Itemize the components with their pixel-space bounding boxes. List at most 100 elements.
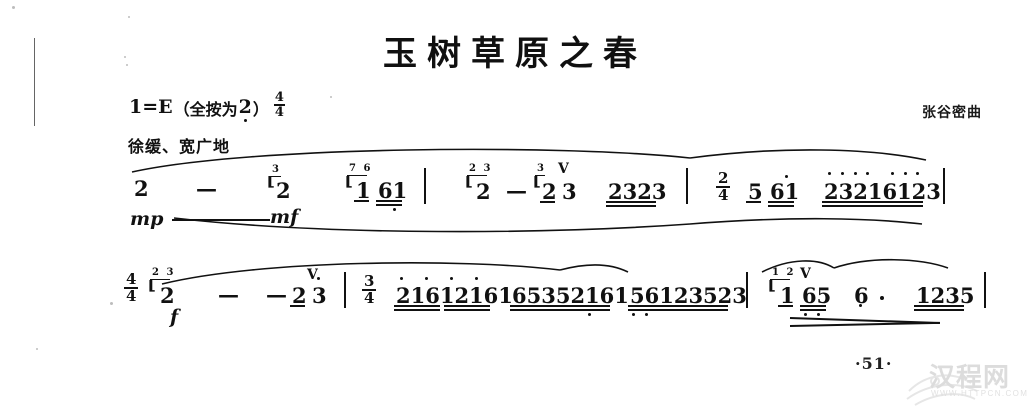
decrescendo-hairpin	[789, 316, 940, 330]
site-watermark: 汉程网 WWW.HTTPCN.COM	[905, 355, 1027, 413]
grace-note-beam	[467, 175, 487, 176]
time-signature-denominator: 4	[718, 186, 729, 204]
grace-note: 1	[772, 267, 781, 278]
note: 3	[312, 283, 327, 308]
eighth-beam	[354, 200, 369, 202]
grace-note-group: 7 6	[349, 164, 372, 174]
breath-mark-icon: V	[558, 161, 569, 177]
sixteenth-beam	[376, 200, 402, 202]
eighth-beam	[290, 305, 305, 307]
grace-note-beam	[150, 279, 170, 280]
octave-dot-high	[841, 172, 844, 175]
note: 5	[748, 179, 763, 204]
mordent-icon: ⌊	[532, 175, 541, 190]
octave-dot-low	[817, 313, 820, 316]
barline	[686, 168, 688, 204]
note-extension-dash: —	[506, 178, 527, 203]
octave-dot-high	[400, 277, 403, 280]
note-group: 65352161	[512, 283, 629, 308]
octave-dot-high	[891, 172, 894, 175]
eighth-beam	[540, 201, 555, 203]
sixteenth-beam	[822, 201, 923, 203]
note-group: 23216123	[824, 179, 941, 204]
sixteenth-beam	[800, 309, 826, 311]
composer-credit: 张谷密曲	[922, 105, 982, 121]
grace-note-beam	[347, 175, 367, 176]
grace-note-beam	[770, 279, 790, 280]
sixteenth-beam	[914, 305, 964, 307]
grace-note: 3	[272, 164, 281, 175]
octave-dot-low	[632, 313, 635, 316]
scan-speck	[12, 6, 15, 9]
page-number: ·51·	[855, 354, 893, 373]
sixteenth-beam	[606, 201, 656, 203]
sixteenth-beam	[822, 205, 923, 207]
dynamic-mf: mf	[270, 206, 299, 228]
octave-dot-low	[588, 313, 591, 316]
octave-dot-high	[450, 277, 453, 280]
sixteenth-beam	[606, 205, 656, 207]
time-signature-denominator: 4	[274, 105, 284, 121]
barline	[424, 168, 426, 204]
note-group: 21612161	[396, 283, 513, 308]
octave-dot-low	[859, 304, 862, 307]
grace-note: 2	[786, 267, 796, 278]
sixteenth-beam	[510, 305, 610, 307]
sixteenth-beam	[768, 201, 794, 203]
crescendo-line	[172, 219, 270, 221]
note: 3	[562, 179, 577, 204]
breath-mark-icon: V	[800, 266, 811, 282]
octave-dot-high	[475, 277, 478, 280]
mordent-icon: ⌊	[344, 175, 353, 190]
note-group: 2323	[608, 179, 667, 204]
note: 2	[542, 179, 557, 204]
note: 2	[292, 283, 307, 308]
time-signature-numerator: 2	[716, 169, 731, 188]
key-signature-block: 1=E （全按为 2 ） 4 4	[129, 91, 285, 125]
tempo-expression: 徐缓、宽广地	[128, 137, 231, 156]
mordent-icon: ⌊	[767, 279, 776, 294]
grace-note-beam	[535, 175, 545, 176]
octave-dot-high	[854, 172, 857, 175]
grace-note: 2	[469, 163, 478, 174]
octave-dot-high	[916, 172, 919, 175]
note: 1	[356, 178, 371, 203]
fingering-note-pitch: 2	[238, 96, 252, 122]
octave-dot-low	[804, 313, 807, 316]
time-signature-numerator: 4	[124, 270, 139, 289]
barline	[943, 168, 945, 204]
time-signature: 2 4	[716, 169, 731, 204]
scan-speck	[128, 16, 130, 18]
grace-note: 3	[166, 267, 176, 278]
page-edge-artifact	[34, 38, 35, 126]
sixteenth-beam	[444, 309, 490, 311]
breath-mark-icon: V	[307, 267, 318, 283]
grace-note: 6	[363, 163, 373, 174]
time-signature-numerator: 4	[273, 90, 285, 107]
note: 1	[780, 283, 795, 308]
grace-note: 3	[537, 163, 546, 174]
phrase-slur	[761, 258, 949, 273]
grace-note: 3	[483, 163, 493, 174]
mordent-icon: ⌊	[147, 279, 156, 294]
sixteenth-beam	[800, 305, 826, 307]
watermark-swirl-icon	[906, 374, 978, 406]
barline	[344, 272, 346, 308]
octave-dot-low	[393, 208, 396, 211]
note-group: 1235	[916, 283, 975, 308]
octave-dot-high	[317, 277, 320, 280]
header-time-signature: 4 4	[273, 90, 285, 121]
time-signature-denominator: 4	[364, 289, 375, 307]
barline	[746, 272, 748, 308]
fingering-note-open: （全按为	[173, 100, 238, 119]
eighth-beam	[746, 201, 761, 203]
note: 2	[476, 179, 491, 204]
phrase-slur	[131, 148, 927, 173]
scan-speck	[36, 348, 38, 350]
note: 2	[276, 178, 291, 203]
octave-dot-high	[904, 172, 907, 175]
augmentation-dot	[880, 296, 884, 300]
note: 2	[160, 283, 175, 308]
sixteenth-beam	[628, 305, 728, 307]
